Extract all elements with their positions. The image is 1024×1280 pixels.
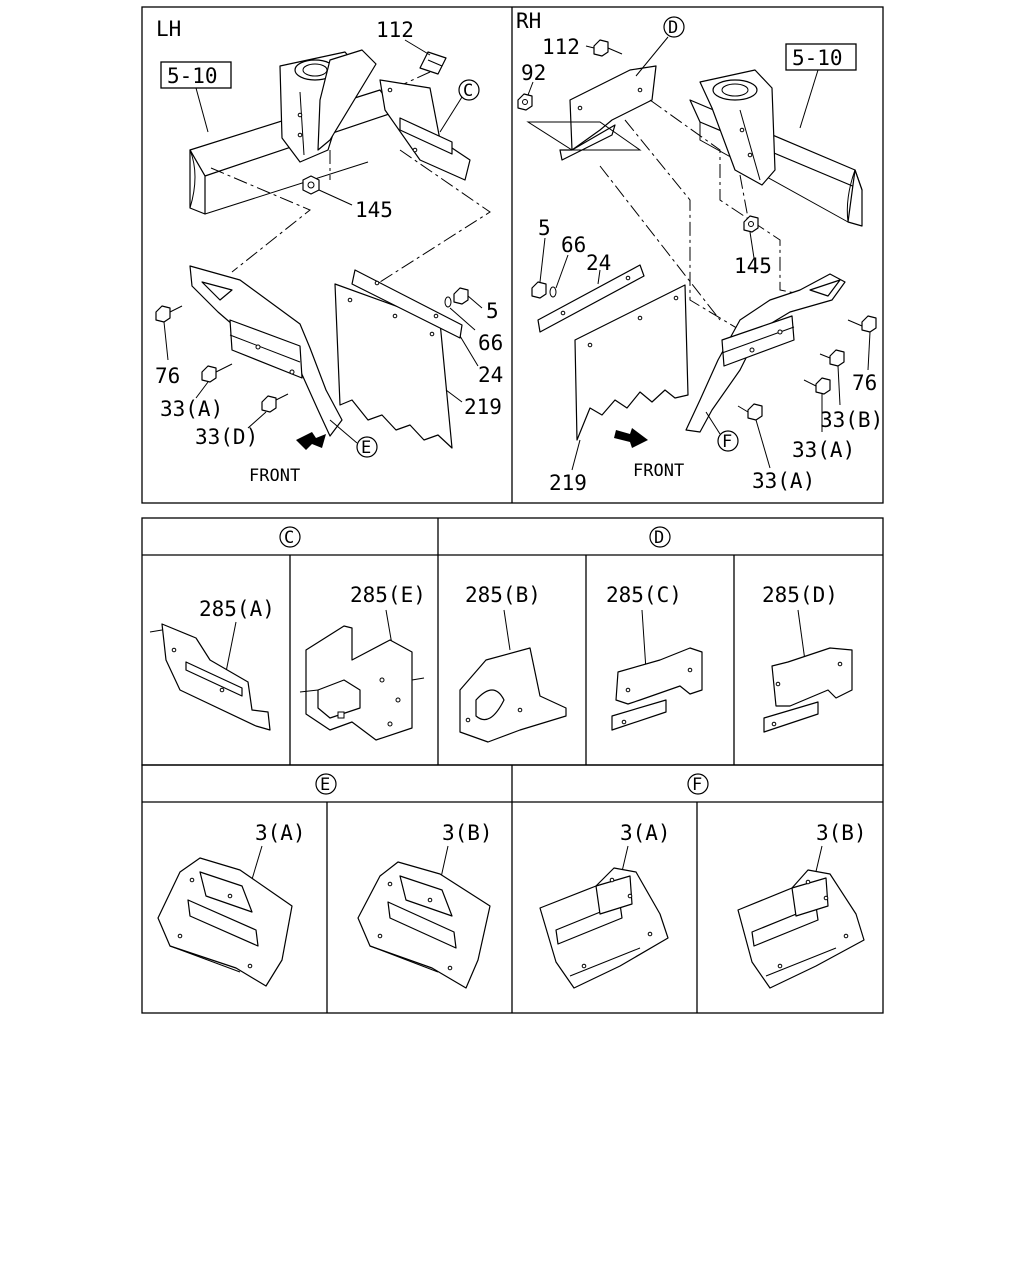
- lh-bracket-c: [379, 79, 471, 181]
- rh-bolt-33a-upper: [803, 377, 831, 432]
- lh-front-label: FRONT: [249, 466, 300, 486]
- rh-mudguard-stay: [685, 273, 846, 433]
- detail-285c-part: [611, 647, 703, 731]
- detail-285c-label: 285(C): [606, 583, 682, 607]
- detail-header-d-label: D: [654, 528, 664, 548]
- lh-circled-e-label: E: [361, 438, 371, 458]
- lh-bolt-76: [155, 305, 183, 361]
- detail-285a-part: [149, 623, 271, 731]
- rh-circled-f: [717, 430, 739, 452]
- detail-header-e: [315, 773, 337, 795]
- detail-285a-label: 285(A): [199, 597, 275, 621]
- rh-ref-box-label: 5-10: [792, 46, 843, 70]
- detail-f-3a-part: [539, 867, 669, 989]
- lh-circled-e: [356, 436, 378, 458]
- rh-bolt-76: [847, 315, 877, 371]
- detail-f-3b-part: [737, 869, 865, 989]
- detail-e-3b-label: 3(B): [442, 821, 493, 845]
- detail-285b-label: 285(B): [465, 583, 541, 607]
- detail-header-d: [649, 526, 671, 548]
- detail-285d-part: [763, 647, 853, 733]
- rh-bolt-112: [585, 39, 623, 57]
- rh-mudguard-219: [571, 284, 689, 471]
- lh-ref-box-label: 5-10: [167, 64, 218, 88]
- lh-panel: LH 5-10 112: [155, 17, 503, 486]
- detail-e-f: E F 3(A) 3(B) 3(A): [157, 773, 867, 989]
- rh-circled-d: [663, 16, 685, 38]
- lh-callout-66: 66: [478, 331, 503, 355]
- frames: [141, 6, 884, 1014]
- lh-side-label: LH: [156, 17, 181, 41]
- lh-bolt-33a: [195, 363, 233, 399]
- detail-f-3a-label: 3(A): [620, 821, 671, 845]
- detail-header-f-label: F: [692, 775, 702, 795]
- detail-header-e-label: E: [320, 775, 330, 795]
- detail-285e-label: 285(E): [350, 583, 426, 607]
- rh-front-arrow: [614, 428, 648, 448]
- detail-header-f: [687, 773, 709, 795]
- lh-bracket-tower: [279, 49, 377, 163]
- lh-front-arrow: [296, 432, 326, 450]
- rh-nut-92: [517, 81, 534, 111]
- lh-mudguard-stay: [189, 265, 343, 437]
- detail-header-c-label: C: [284, 528, 294, 548]
- rh-callout-33a-lower: 33(A): [752, 469, 815, 493]
- lh-callout-24: 24: [478, 363, 503, 387]
- rh-bracket-tower: [699, 69, 776, 186]
- lh-nut-5-washer-66: [444, 287, 483, 403]
- rh-callout-112: 112: [542, 35, 580, 59]
- rh-front-label: FRONT: [633, 461, 684, 481]
- rh-nut-145: [739, 174, 759, 259]
- rh-bracket-d: [526, 65, 657, 161]
- rh-circled-f-label: F: [722, 432, 732, 452]
- detail-e-3a-label: 3(A): [255, 821, 306, 845]
- rh-callout-92: 92: [521, 61, 546, 85]
- lh-callout-5: 5: [486, 299, 499, 323]
- rh-ref-box: [785, 43, 857, 71]
- rh-side-label: RH: [516, 9, 541, 33]
- lh-callout-145: 145: [355, 198, 393, 222]
- rh-bolt-33a-lower: [737, 403, 771, 469]
- rh-bolt-33b: [819, 349, 845, 406]
- detail-f-3b-label: 3(B): [816, 821, 867, 845]
- detail-e-3b-part: [357, 861, 491, 989]
- rh-callout-76: 76: [852, 371, 877, 395]
- lh-mudguard-219: [334, 283, 453, 449]
- lh-bolt-33d: [247, 393, 289, 429]
- lh-callout-219: 219: [464, 395, 502, 419]
- rh-callout-33a-upper: 33(A): [792, 438, 855, 462]
- rh-callout-219: 219: [549, 471, 587, 495]
- detail-header-c: [279, 526, 301, 548]
- rh-plate-24: [537, 264, 645, 333]
- rh-circled-d-label: D: [668, 18, 678, 38]
- detail-e-3a-part: [157, 857, 293, 987]
- detail-285d-label: 285(D): [762, 583, 838, 607]
- rh-callout-24: 24: [586, 251, 611, 275]
- rh-nut-5-washer-66: [531, 237, 601, 299]
- lh-plate-24: [351, 269, 463, 339]
- detail-285e-part: [299, 625, 425, 741]
- rh-callout-145: 145: [734, 254, 772, 278]
- rh-panel: RH 5-10 112: [516, 9, 883, 495]
- lh-callout-33d: 33(D): [195, 425, 258, 449]
- lh-circled-c: [458, 79, 480, 101]
- lh-callout-76: 76: [155, 364, 180, 388]
- detail-285b-part: [459, 647, 567, 743]
- lh-callout-112: 112: [376, 18, 414, 42]
- lh-bolt-112: [394, 39, 447, 89]
- rh-callout-33b: 33(B): [820, 408, 883, 432]
- rh-callout-5: 5: [538, 216, 551, 240]
- detail-c-d: C D 285(A) 285(E) 285(B): [149, 526, 853, 743]
- rh-callout-66: 66: [561, 233, 586, 257]
- lh-nut-145: [302, 150, 353, 206]
- lh-circled-c-label: C: [463, 81, 473, 101]
- lh-callout-33a: 33(A): [160, 397, 223, 421]
